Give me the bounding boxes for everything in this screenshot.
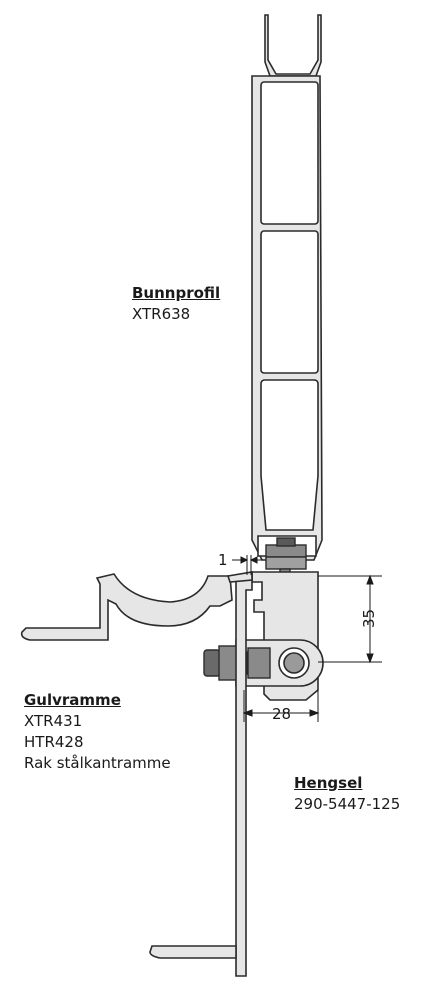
dimension-gap-text: 1 [218,551,228,569]
label-gulvramme: Gulvramme XTR431 HTR428 Rak stålkantramm… [24,690,171,774]
label-bunnprofil: Bunnprofil XTR638 [132,283,220,325]
label-hengsel-line: 290-5447-125 [294,795,401,813]
bunnprofil-section [251,14,323,561]
dimension-width-text: 28 [272,705,291,723]
label-hengsel: Hengsel 290-5447-125 [294,773,400,815]
label-gulvramme-title: Gulvramme [24,691,121,709]
label-gulvramme-line: Rak stålkantramme [24,754,171,772]
dimension-width [242,690,320,722]
dimension-height [318,574,382,664]
label-hengsel-title: Hengsel [294,774,363,792]
gulvramme-section [20,571,253,977]
label-bunnprofil-line: XTR638 [132,305,191,323]
label-gulvramme-line: HTR428 [24,733,84,751]
dimension-height-text: 35 [360,609,378,628]
label-bunnprofil-title: Bunnprofil [132,284,221,302]
dimension-gap [232,555,262,575]
hengsel-section [235,571,324,701]
label-gulvramme-line: XTR431 [24,712,83,730]
